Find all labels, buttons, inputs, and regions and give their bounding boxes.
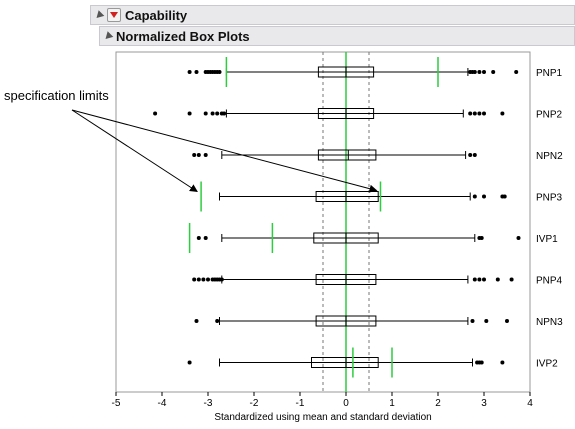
outlier-point — [215, 111, 220, 116]
row-label: PNP4 — [536, 276, 563, 287]
outlier-point — [196, 236, 201, 240]
outlier-point — [477, 277, 482, 282]
x-tick-label: 1 — [389, 398, 395, 409]
x-tick-label: -2 — [250, 398, 259, 409]
outlier-point — [222, 111, 227, 116]
outlier-point — [482, 70, 486, 74]
x-axis-label: Standardized using mean and standard dev… — [214, 412, 431, 423]
outlier-point — [500, 360, 505, 365]
outlier-point — [194, 70, 199, 74]
x-tick-label: 2 — [435, 398, 441, 409]
outlier-point — [472, 153, 477, 157]
box-plots-title: Normalized Box Plots — [116, 28, 250, 44]
box — [317, 149, 377, 161]
outlier-point — [201, 277, 206, 282]
outlier-point — [203, 111, 208, 116]
box-plots-outline-header[interactable]: Normalized Box Plots — [99, 26, 575, 46]
outlier-point — [153, 111, 158, 116]
outlier-point — [479, 236, 484, 240]
row-label: PNP2 — [536, 110, 563, 121]
row-label: NPN2 — [536, 151, 563, 162]
outlier-point — [187, 360, 192, 365]
outlier-point — [484, 319, 489, 323]
outlier-point — [514, 70, 519, 74]
outlier-point — [196, 277, 201, 282]
outlier-point — [187, 70, 192, 74]
x-tick-label: 0 — [343, 398, 349, 409]
outlier-point — [482, 111, 486, 116]
row-label: PNP1 — [536, 68, 563, 79]
x-tick-label: 3 — [481, 398, 487, 409]
outlier-point — [468, 111, 473, 116]
x-tick-label: -3 — [204, 398, 213, 409]
outlier-point — [472, 277, 477, 282]
outlier-point — [495, 277, 500, 282]
outlier-point — [472, 194, 477, 199]
outlier-point — [203, 236, 208, 240]
outlier-point — [472, 70, 477, 74]
row-label: IVP2 — [536, 359, 558, 370]
outlier-point — [194, 319, 199, 323]
outlier-point — [479, 360, 484, 365]
outlier-point — [187, 111, 192, 116]
outlier-point — [217, 70, 222, 74]
outlier-point — [491, 70, 496, 74]
x-tick-label: 4 — [527, 398, 533, 409]
annotation-arrow — [71, 109, 378, 193]
outlier-point — [516, 236, 521, 240]
row-label: NPN3 — [536, 317, 563, 328]
outlier-point — [482, 194, 486, 199]
annotation-arrow — [71, 109, 198, 193]
red-triangle-menu-icon[interactable] — [107, 8, 121, 22]
x-tick-label: -5 — [112, 398, 121, 409]
outlier-point — [206, 277, 210, 282]
outlier-point — [477, 111, 482, 116]
outlier-point — [203, 153, 208, 157]
row-label: PNP3 — [536, 193, 563, 204]
outlier-point — [192, 277, 197, 282]
capability-outline-header[interactable]: Capability — [90, 5, 575, 25]
outlier-point — [210, 111, 215, 116]
outlier-point — [505, 319, 509, 323]
box — [311, 357, 379, 368]
outlier-point — [470, 319, 475, 323]
outlier-point — [219, 277, 224, 282]
outlier-point — [472, 111, 477, 116]
outlier-point — [509, 277, 514, 282]
spec-limits-annotation: specification limits — [4, 88, 109, 103]
capability-title: Capability — [125, 7, 188, 23]
outlier-point — [196, 153, 201, 157]
outlier-point — [502, 194, 507, 199]
box — [315, 191, 379, 202]
outlier-point — [468, 153, 473, 157]
x-tick-label: -1 — [296, 398, 305, 409]
x-tick-label: -4 — [158, 398, 167, 409]
row-label: IVP1 — [536, 234, 558, 245]
outlier-point — [477, 70, 482, 74]
outlier-point — [482, 277, 486, 282]
outlier-point — [215, 319, 220, 323]
outlier-point — [192, 153, 197, 157]
outlier-point — [500, 111, 505, 116]
